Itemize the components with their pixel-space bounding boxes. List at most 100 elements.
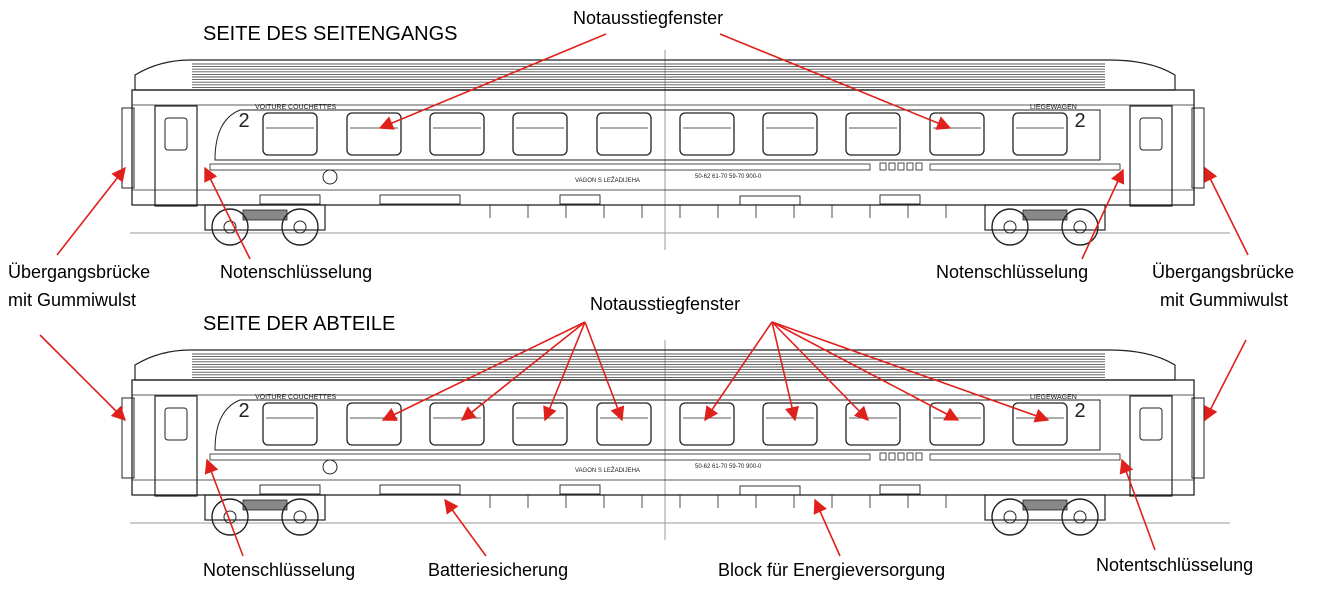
label-unlock-right-bottom: Notentschlüsselung [1096,555,1254,575]
window-10 [1012,402,1068,446]
coach-body [131,379,1195,496]
arrow-gangway-left-top [56,166,126,256]
bogie-spring-right [1022,499,1068,511]
underframe-box [879,194,921,205]
arrow-window-top-right [719,33,952,130]
window-3 [429,402,485,446]
label-emergency-windows-bottom: Notausstiegfenster [590,294,741,314]
arrow-window-b3 [543,321,586,422]
window-7 [762,402,818,446]
coach-body [131,89,1195,206]
arrow-unlock-left-bottom [204,458,244,557]
door-right-window [1139,407,1163,441]
label-unlock-right-top: Notenschlüsselung [936,262,1089,282]
door-left [154,395,198,497]
stripe-right [929,163,1121,171]
coach-name-left: VOITURE COUCHETTES [255,394,337,401]
stripe-right [929,453,1121,461]
roof [134,59,1176,91]
window-2 [346,112,402,156]
wheel [991,498,1029,536]
marker-square [888,162,896,171]
emblem [322,459,338,475]
window-5 [596,112,652,156]
section-title-compartment-side: SEITE DER ABTEILE [203,313,396,335]
marker-square [906,162,914,171]
class-mark-right: 2 [1074,110,1085,132]
arrow-window-b1 [381,321,586,421]
coach-number: 50-62 61-70 59-70 900-0 [695,464,762,470]
coach-name-left: VOITURE COUCHETTES [255,104,337,111]
wheel-hub [293,220,307,234]
window-6 [679,112,735,156]
arrow-window-b6 [771,321,800,422]
window-9 [929,112,985,156]
label-gangway-right-top-line2: mit Gummiwulst [1160,290,1289,310]
coach-lettering: VAGON S LEŽADIJEHA [575,176,640,184]
bogie-spring-left [242,209,288,221]
emblem [322,169,338,185]
class-mark-right: 2 [1074,400,1085,422]
arrow-window-b9 [771,321,1050,423]
wheel-hub [223,220,237,234]
coach-name-right: LIEGEWAGEN [1030,394,1077,401]
label-unlock-left-bottom: Notenschlüsselung [203,560,356,580]
door-right-window [1139,117,1163,151]
arrow-window-b5 [704,321,773,422]
arrow-unlock-right-bottom [1119,458,1156,551]
window-4 [512,402,568,446]
arrow-unlock-left-top [204,166,251,260]
marker-square [906,452,914,461]
window-3 [429,112,485,156]
arrow-window-b4 [584,321,625,422]
coach-lettering: VAGON S LEŽADIJEHA [575,466,640,474]
gangway-left [121,107,135,189]
underframe-box [559,484,601,495]
label-battery: Batteriesicherung [428,560,569,580]
arrow-battery [444,498,487,557]
window-1 [262,112,318,156]
wheel-hub [1003,510,1017,524]
wheel [281,498,319,536]
arrow-window-b7 [771,321,870,422]
underframe-box [379,194,461,205]
door-right [1129,395,1173,497]
window-8 [845,402,901,446]
arrow-unlock-right-top [1081,168,1125,260]
bogie-left [204,494,326,521]
marker-square [888,452,896,461]
stripe-left [209,163,871,171]
door-left [154,105,198,207]
wheel-hub [1003,220,1017,234]
window-4 [512,112,568,156]
label-gangway-left-top-line1: Übergangsbrücke [8,262,151,282]
arrow-gangway-left-bottom [39,334,127,422]
underframe-box [259,194,321,205]
window-10 [1012,112,1068,156]
wheel [211,498,249,536]
label-power-block: Block für Energieversorgung [718,560,946,580]
marker-square [915,452,923,461]
door-left-window [164,407,188,441]
coach-number: 50-62 61-70 59-70 900-0 [695,174,762,180]
window-1 [262,402,318,446]
gangway-left [121,397,135,479]
underframe-box [559,194,601,205]
window-6 [679,402,735,446]
wheel-hub [1073,510,1087,524]
wheel-hub [293,510,307,524]
window-8 [845,112,901,156]
wheel [1061,208,1099,246]
bogie-left [204,204,326,231]
marker-square [879,452,887,461]
section-title-corridor-side: SEITE DES SEITENGANGS [203,23,458,45]
label-gangway-right-top-line1: Übergangsbrücke [1152,262,1295,282]
arrow-gangway-right-bottom [1204,339,1247,422]
wheel [991,208,1029,246]
marker-square [879,162,887,171]
arrow-power-block [813,498,841,557]
arrow-gangway-right-top [1204,166,1249,256]
label-unlock-left-top: Notenschlüsselung [220,262,373,282]
gangway-right [1191,397,1205,479]
